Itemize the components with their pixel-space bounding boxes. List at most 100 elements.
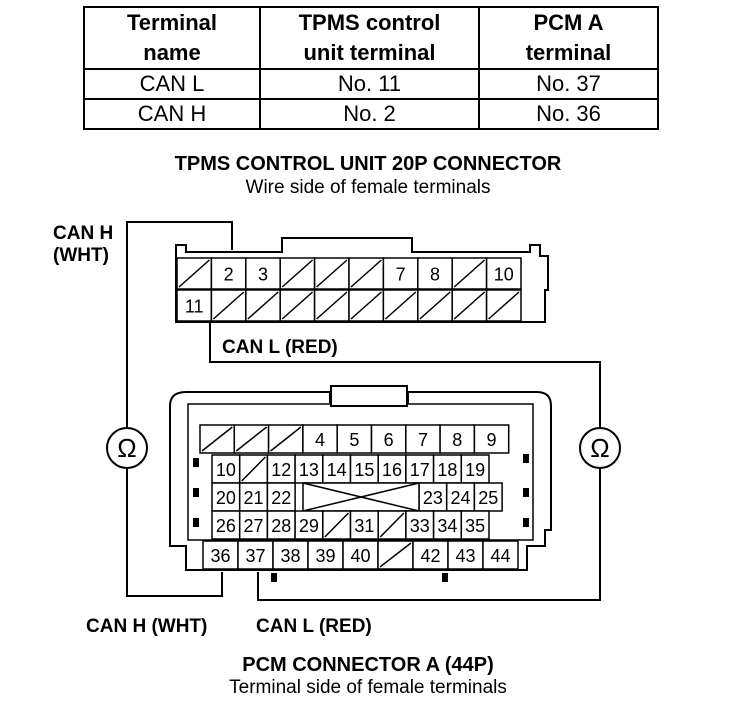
terminal-number: 13 [299, 460, 319, 480]
terminal-cell: 10 [211, 454, 241, 484]
terminal-cell: 7 [382, 257, 419, 290]
terminal-number: 2 [224, 265, 234, 285]
pcm-latch [330, 385, 408, 407]
table-row: CAN H No. 2 No. 36 [83, 98, 659, 130]
terminal-number: 20 [216, 488, 236, 508]
cell-pcm: No. 36 [478, 98, 659, 130]
blank-terminal-cell [348, 257, 385, 290]
terminal-cell: 8 [439, 424, 476, 454]
pcm-connector-subtitle: Terminal side of female terminals [229, 677, 507, 698]
terminal-number: 3 [258, 265, 268, 285]
cell-name: CAN L [83, 68, 261, 100]
tpms-connector-shell [175, 237, 549, 323]
terminal-cell: 39 [307, 540, 344, 570]
can-l-bottom-label: CAN L (RED) [256, 616, 372, 637]
tpms-connector-subtitle: Wire side of female terminals [245, 177, 491, 198]
pcm-blank-block [302, 482, 420, 512]
pcm-side-mark [442, 573, 448, 582]
can-l-mid-label: CAN L (RED) [222, 337, 338, 358]
can-h-wire [126, 221, 233, 428]
ohmmeter-right: Ω [579, 427, 621, 469]
blank-terminal-cell [377, 540, 414, 570]
pcm-side-mark [271, 573, 277, 582]
terminal-cell: 10 [485, 257, 522, 290]
can-h-bottom-label: CAN H (WHT) [86, 616, 208, 637]
cell-name: CAN H [83, 98, 261, 130]
terminal-cell: 5 [336, 424, 373, 454]
blank-terminal-cell [210, 289, 247, 322]
terminal-number: 7 [418, 430, 428, 450]
can-l-wire [257, 468, 601, 601]
blank-terminal-cell [245, 289, 281, 322]
terminal-number: 7 [396, 265, 406, 285]
terminal-number: 25 [478, 488, 498, 508]
terminal-number: 22 [271, 488, 291, 508]
terminal-number: 10 [216, 460, 236, 480]
blank-terminal-cell [238, 454, 269, 484]
terminal-number: 18 [437, 460, 457, 480]
terminal-number: 8 [430, 265, 440, 285]
terminal-number: 5 [349, 430, 359, 450]
cell-tpms: No. 11 [259, 68, 480, 100]
terminal-number: 35 [465, 516, 485, 536]
terminal-cell: 29 [294, 510, 324, 540]
terminal-number: 6 [384, 430, 394, 450]
terminal-cell: 8 [417, 257, 453, 290]
terminal-number: 14 [327, 460, 347, 480]
blank-terminal-cell [451, 289, 488, 322]
terminal-number: 27 [244, 516, 264, 536]
terminal-cell: 43 [447, 540, 484, 570]
terminal-number: 28 [271, 516, 291, 536]
terminal-cell: 42 [412, 540, 449, 570]
blank-terminal-cell [485, 289, 522, 322]
blank-terminal-cell [199, 424, 236, 454]
terminal-cell: 31 [349, 510, 379, 540]
terminal-cell: 37 [237, 540, 274, 570]
terminal-cell: 27 [238, 510, 269, 540]
terminal-cell: 20 [211, 482, 241, 512]
terminal-number: 43 [455, 546, 475, 566]
ohmmeter-left: Ω [106, 427, 148, 469]
pcm-side-mark [523, 488, 529, 497]
terminal-number: 16 [382, 460, 402, 480]
blank-terminal-cell [348, 289, 385, 322]
cell-pcm: No. 37 [478, 68, 659, 100]
terminal-number: 24 [451, 488, 471, 508]
terminal-number: 21 [244, 488, 264, 508]
terminal-number: 40 [350, 546, 370, 566]
terminal-cell: 13 [294, 454, 324, 484]
can-l-wire [209, 314, 601, 428]
can-h-top-color: (WHT) [53, 245, 109, 266]
pcm-side-mark [193, 458, 199, 467]
terminal-cell: 26 [211, 510, 241, 540]
terminal-cell: 7 [405, 424, 441, 454]
ohm-icon: Ω [117, 433, 136, 463]
terminal-cell: 23 [418, 482, 448, 512]
table-row: CAN L No. 11 No. 37 [83, 68, 659, 100]
terminal-cell: 35 [460, 510, 490, 540]
terminal-number: 23 [423, 488, 443, 508]
pcm-side-marks [193, 454, 529, 582]
terminal-cell: 24 [445, 482, 476, 512]
terminal-cell: 15 [349, 454, 379, 484]
terminal-cell: 28 [266, 510, 296, 540]
blank-terminal-cell [382, 289, 419, 322]
terminal-cell: 2 [210, 257, 247, 290]
terminal-number: 26 [216, 516, 236, 536]
blank-terminal-cell [417, 289, 453, 322]
blank-terminal-cell [322, 510, 352, 540]
blank-terminal-cell [267, 424, 304, 454]
terminal-cell: 33 [405, 510, 435, 540]
terminal-number: 12 [271, 460, 291, 480]
terminal-number: 11 [185, 297, 204, 317]
terminal-cell: 25 [473, 482, 503, 512]
blank-terminal-cell [279, 257, 316, 290]
pcm-side-mark [523, 454, 529, 463]
